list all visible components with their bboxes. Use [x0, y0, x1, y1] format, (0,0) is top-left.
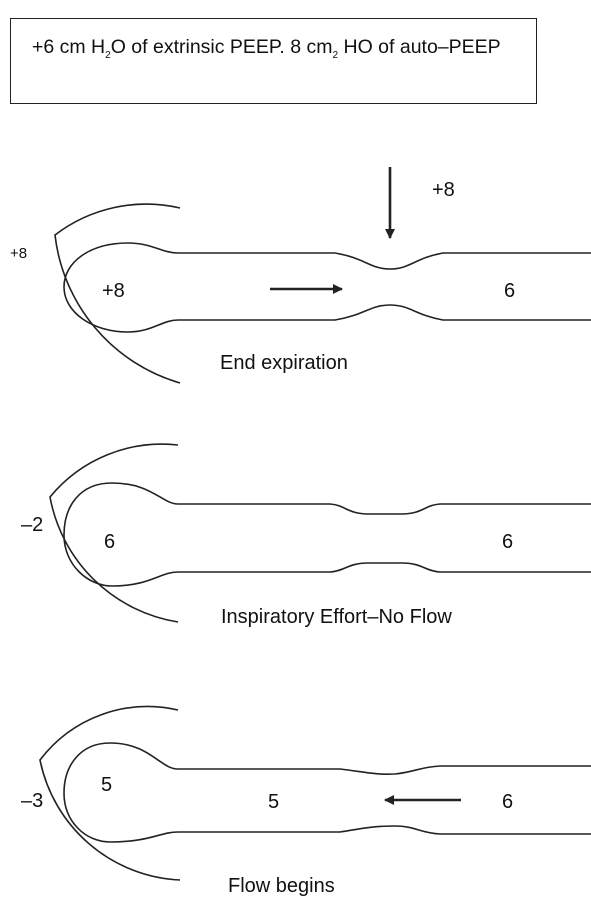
alveolar-pressure-label: 6 [104, 531, 115, 553]
pleural-arc [39, 705, 181, 881]
airway-mid-pressure-label: 5 [268, 791, 279, 813]
caption-subscript-1: 2 [105, 49, 111, 61]
pleural-pressure-label: +8 [10, 245, 27, 262]
airway-pressure-label: 6 [504, 280, 515, 302]
panel-flow-begins [39, 705, 591, 881]
alveolus-airway-outline [63, 242, 591, 333]
caption-text-2: O of extrinsic PEEP. 8 cm [110, 36, 333, 58]
caption-text-3: HO of auto–PEEP [338, 36, 501, 58]
alveolar-pressure-label: +8 [102, 280, 125, 302]
panel-title: End expiration [220, 352, 348, 374]
airway-pressure-label: 6 [502, 531, 513, 553]
panel-title: Flow begins [228, 875, 335, 897]
panel-end-expiration [54, 167, 591, 384]
panel-inspiratory-effort [49, 443, 591, 623]
pleural-arc [54, 203, 181, 384]
caption-text-1: +6 cm H [32, 36, 106, 58]
alveolar-pressure-label: 5 [101, 774, 112, 796]
panel-title: Inspiratory Effort–No Flow [221, 606, 452, 628]
caption-box: +6 cm H2O of extrinsic PEEP. 8 cm2 HO of… [10, 18, 537, 104]
pleural-pressure-label: –3 [21, 790, 43, 812]
pleural-pressure-label: –2 [21, 514, 43, 536]
pleural-arc [49, 443, 179, 623]
alveolus-airway-outline [63, 742, 591, 843]
external-pressure-label: +8 [432, 179, 455, 201]
airway-pressure-label: 6 [502, 791, 513, 813]
alveolus-airway-outline [63, 482, 591, 587]
caption-subscript-2: 2 [332, 49, 339, 61]
